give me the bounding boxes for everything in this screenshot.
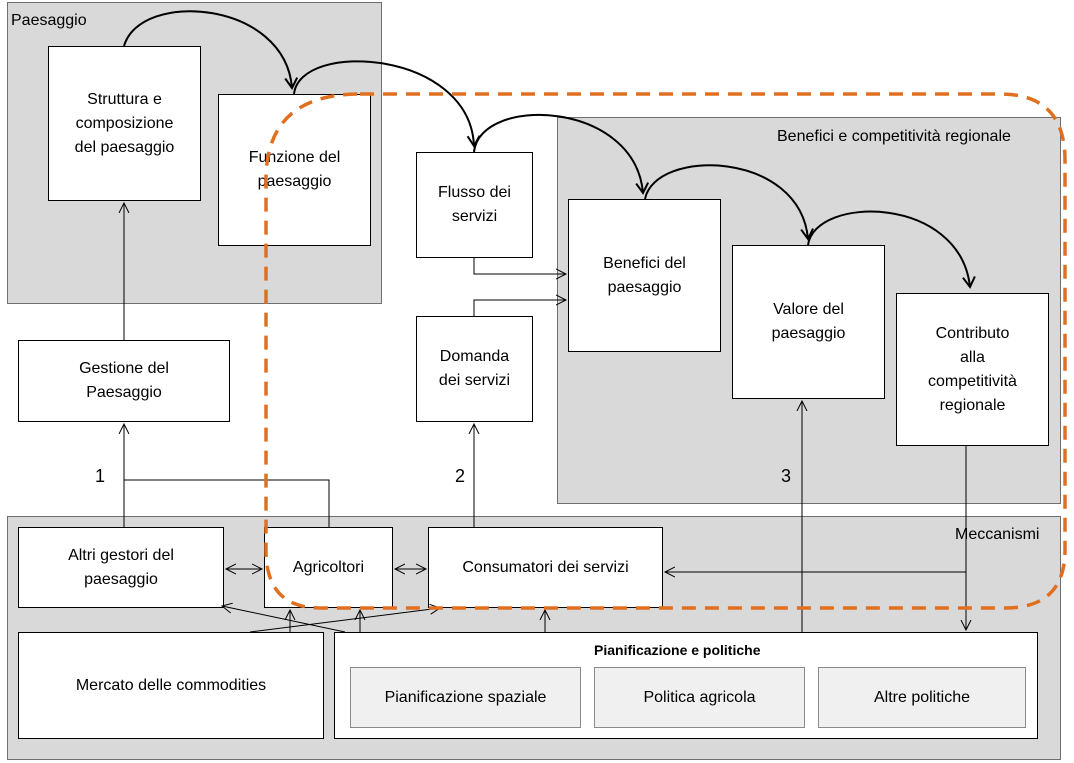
label-number-2: 2 xyxy=(455,466,466,486)
label-number-3: 3 xyxy=(781,466,792,486)
box-flusso: Flusso dei servizi xyxy=(416,152,533,258)
box-funzione: Funzione del paesaggio xyxy=(218,94,371,246)
sub-altre-politiche: Altre politiche xyxy=(818,667,1026,728)
box-valore: Valore del paesaggio xyxy=(732,245,885,399)
box-contributo: Contributo alla competitività regionale xyxy=(896,293,1049,446)
sub-pianificazione-spaziale: Pianificazione spaziale xyxy=(350,667,581,728)
box-domanda: Domanda dei servizi xyxy=(416,316,533,422)
box-mercato: Mercato delle commodities xyxy=(18,632,324,739)
box-struttura: Struttura e composizione del paesaggio xyxy=(48,46,201,201)
box-agricoltori: Agricoltori xyxy=(264,527,393,608)
region-benefici-label: Benefici e competitività regionale xyxy=(777,128,1011,145)
label-number-1: 1 xyxy=(95,466,106,486)
region-paesaggio-label: Paesaggio xyxy=(11,12,87,29)
box-consumatori: Consumatori dei servizi xyxy=(428,527,663,608)
box-gestione: Gestione del Paesaggio xyxy=(18,340,230,422)
box-altri-gestori: Altri gestori del paesaggio xyxy=(18,527,224,608)
box-benefici-paesaggio: Benefici del paesaggio xyxy=(568,199,721,352)
region-meccanismi-label: Meccanismi xyxy=(955,526,1040,543)
pianificazione-title: Pianificazione e politiche xyxy=(594,642,761,658)
sub-politica-agricola: Politica agricola xyxy=(594,667,805,728)
